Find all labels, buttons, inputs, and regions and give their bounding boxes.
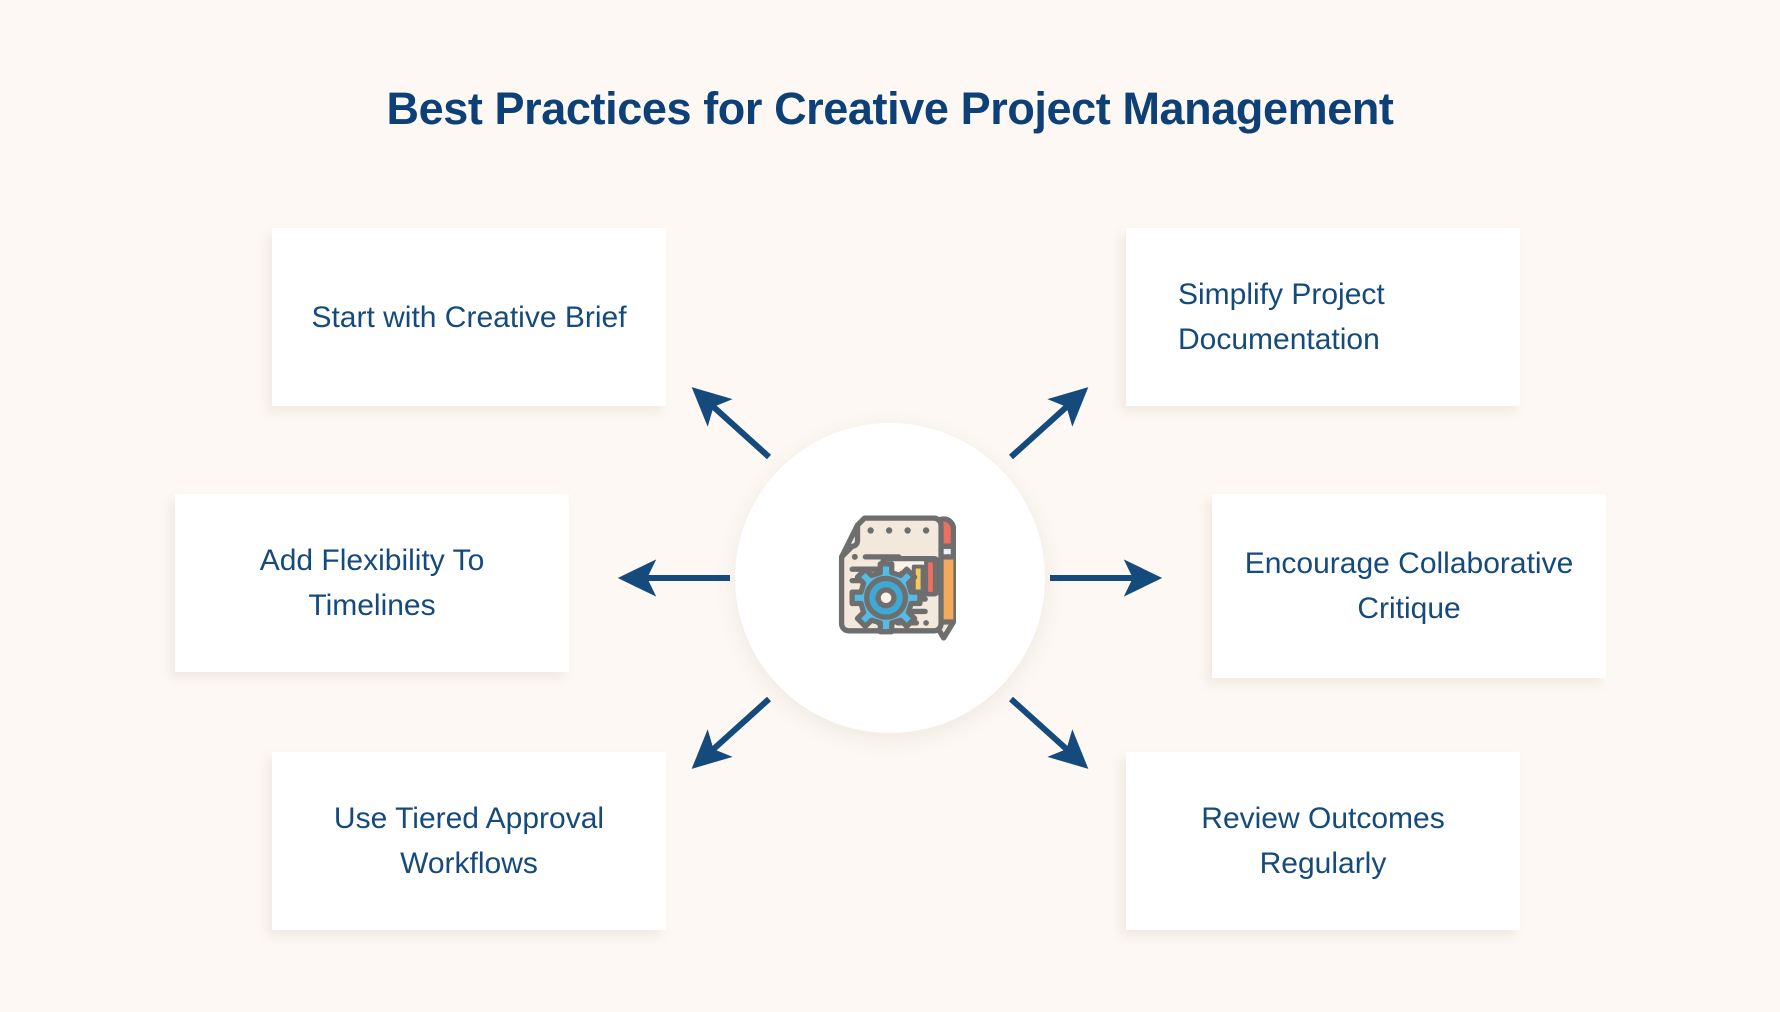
node-box-tiered-approval[interactable]: Use Tiered Approval Workflows (272, 752, 666, 930)
arrow-up-right (1008, 387, 1089, 460)
node-label: Start with Creative Brief (311, 300, 627, 334)
page-title: Best Practices for Creative Project Mana… (386, 83, 1394, 134)
arrow-up-left (691, 387, 772, 460)
node-box-start-brief[interactable]: Start with Creative Brief (272, 228, 666, 406)
node-label: Use Tiered Approval Workflows (333, 802, 605, 880)
gear-icon (849, 561, 923, 635)
node-box-review-outcomes[interactable]: Review Outcomes Regularly (1126, 752, 1520, 930)
center-node-circle (735, 423, 1045, 733)
node-box-simplify-doc[interactable]: Simplify Project Documentation (1126, 228, 1520, 406)
node-label: Encourage Collaborative Critique (1244, 547, 1574, 625)
node-label: Add Flexibility To Timelines (259, 544, 485, 622)
node-label: Review Outcomes Regularly (1201, 802, 1445, 880)
node-box-encourage-critique[interactable]: Encourage Collaborative Critique (1212, 494, 1606, 678)
node-box-add-flexibility[interactable]: Add Flexibility To Timelines (175, 494, 569, 672)
node-label: Simplify Project Documentation (1178, 278, 1385, 356)
arrow-down-right (1008, 696, 1089, 769)
project-report-gear-icon (838, 515, 957, 641)
arrow-down-left (691, 696, 772, 769)
